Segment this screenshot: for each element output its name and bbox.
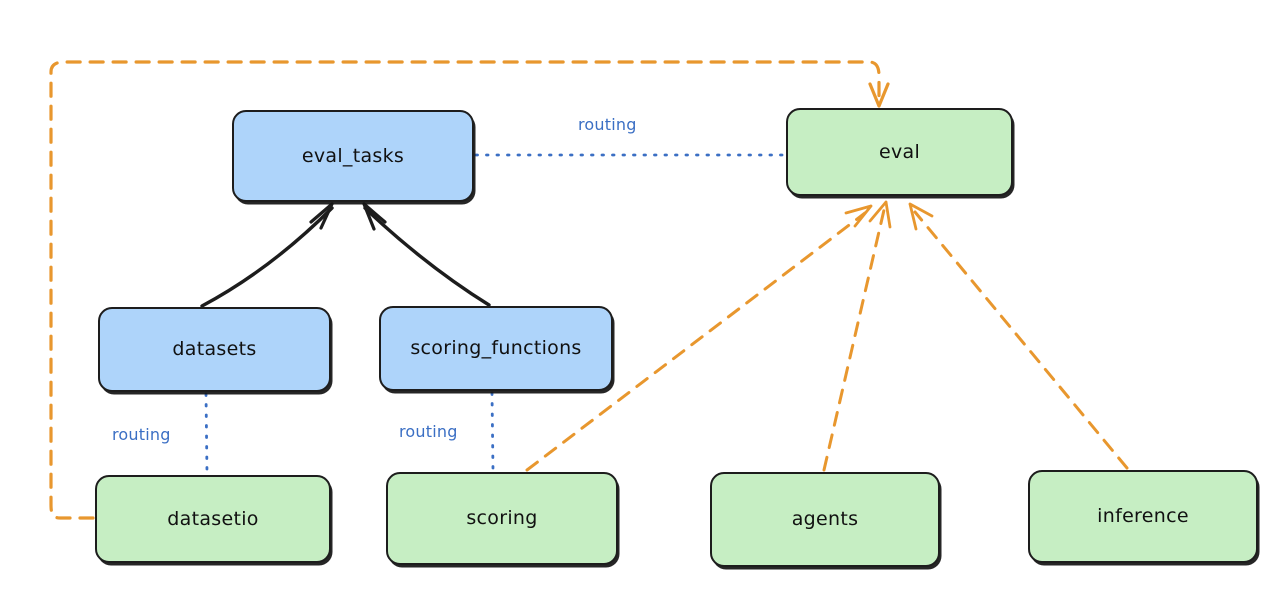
node-scoring[interactable]: scoring [386,472,618,565]
edge-datasets-to-eval-tasks [200,202,334,308]
node-scoring-functions-label: scoring_functions [410,337,582,360]
node-datasets[interactable]: datasets [98,307,331,392]
node-scoring-functions[interactable]: scoring_functions [379,306,613,391]
node-eval-tasks[interactable]: eval_tasks [232,110,474,202]
edge-datasets-to-datasetio [204,392,209,475]
edge-inference-to-eval [908,202,1129,470]
node-agents[interactable]: agents [710,472,940,567]
edge-scoring-functions-to-scoring [490,391,495,472]
edge-label-routing-eval: routing [578,115,637,134]
node-datasets-label: datasets [172,338,257,361]
node-eval-label: eval [878,140,921,163]
node-eval[interactable]: eval [786,108,1013,196]
edge-label-routing-scoring: routing [399,422,458,441]
edge-label-routing-datasetio: routing [112,425,171,444]
node-scoring-label: scoring [466,507,538,530]
node-inference[interactable]: inference [1028,470,1258,563]
node-datasetio-label: datasetio [167,507,259,530]
edge-scoring-functions-to-eval-tasks [362,202,491,307]
node-datasetio[interactable]: datasetio [95,475,331,563]
edge-agents-to-eval [822,200,892,472]
node-eval-tasks-label: eval_tasks [301,144,405,167]
node-inference-label: inference [1097,505,1189,528]
node-agents-label: agents [791,508,859,531]
